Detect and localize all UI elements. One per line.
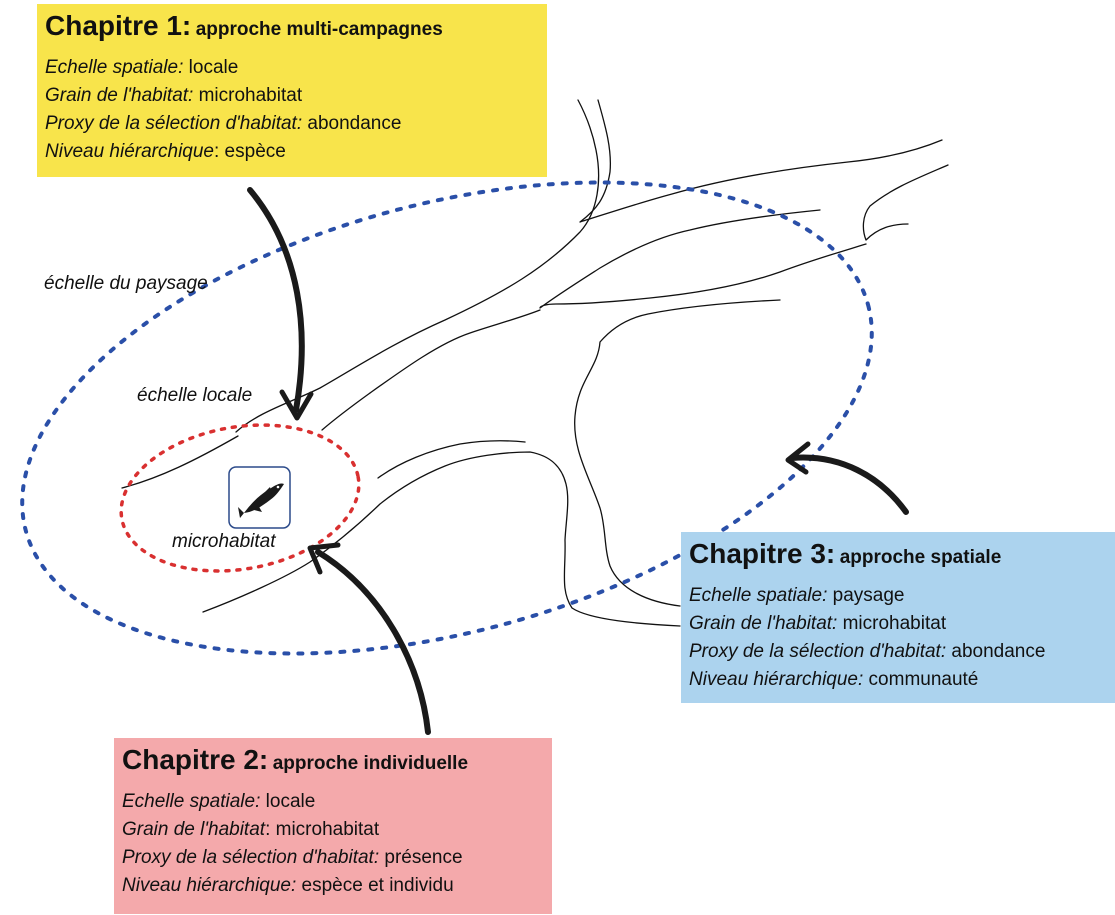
arrowheads [279,389,811,575]
river-south-bank [202,451,681,627]
chapter1-habitat-grain: Grain de l'habitat: microhabitat [45,85,303,106]
chapter1-spatial-scale: Echelle spatiale: locale [45,57,239,78]
chapter1-arrow [247,187,305,413]
local-scale-ellipse [119,423,361,573]
chapter3-title-main: Chapitre 3: [689,538,836,569]
river-south-bank-upper [377,440,526,479]
tributary-south-east [574,299,781,607]
chapter1-arrowhead [279,389,314,421]
chapter3-title: Chapitre 3: approche spatiale [689,540,1107,568]
river-main-lower-bank [369,309,541,394]
chapter3-arrow [789,454,909,515]
chapter2-hierarchy-level: Niveau hiérarchique: espèce et individu [122,875,454,896]
river-mouth-lower [321,392,371,431]
fish-icon [228,466,291,529]
chapter3-hierarchy-level: Niveau hiérarchique: communauté [689,669,979,690]
chapter2-arrowhead [307,542,341,575]
local-scale-label: échelle locale [137,385,253,406]
chapter3-arrowhead [785,441,811,475]
chapter1-hierarchy-level: Niveau hiérarchique: espèce [45,141,286,162]
river-bank-upper [235,99,600,433]
river-bank-lower [121,435,239,489]
chapter3-title-sub: approche spatiale [839,547,1002,568]
chapter2-habitat-grain: Grain de l'habitat: microhabitat [122,819,380,840]
tributary-east-upper [862,164,949,241]
chapter2-title: Chapitre 2: approche individuelle [122,746,544,774]
tributary-north-east [579,99,943,223]
chapter3-habitat-grain: Grain de l'habitat: microhabitat [689,613,947,634]
landscape-scale-ellipse [20,180,874,656]
chapter2-arrow [315,549,431,735]
chapter1-title-main: Chapitre 1: [45,10,192,41]
landscape-scale-label: échelle du paysage [44,273,208,294]
chapter1-box: Chapitre 1: approche multi-campagnes Ech… [37,4,547,177]
chapter1-title-sub: approche multi-campagnes [195,19,443,40]
chapter3-selection-proxy: Proxy de la sélection d'habitat: abondan… [689,641,1046,662]
tributary-east-lower [539,209,867,309]
river-network [121,99,949,627]
chapter1-title: Chapitre 1: approche multi-campagnes [45,12,539,40]
chapter2-box: Chapitre 2: approche individuelle Echell… [114,738,552,914]
chapter2-title-main: Chapitre 2: [122,744,269,775]
microhabitat-label: microhabitat [172,531,276,552]
chapter2-title-sub: approche individuelle [272,753,469,774]
chapter1-selection-proxy: Proxy de la sélection d'habitat: abondan… [45,113,402,134]
arrows [247,187,909,735]
chapter2-spatial-scale: Echelle spatiale: locale [122,791,316,812]
chapter3-box: Chapitre 3: approche spatiale Echelle sp… [681,532,1115,703]
chapter3-spatial-scale: Echelle spatiale: paysage [689,585,905,606]
chapter2-selection-proxy: Proxy de la sélection d'habitat: présenc… [122,847,463,868]
